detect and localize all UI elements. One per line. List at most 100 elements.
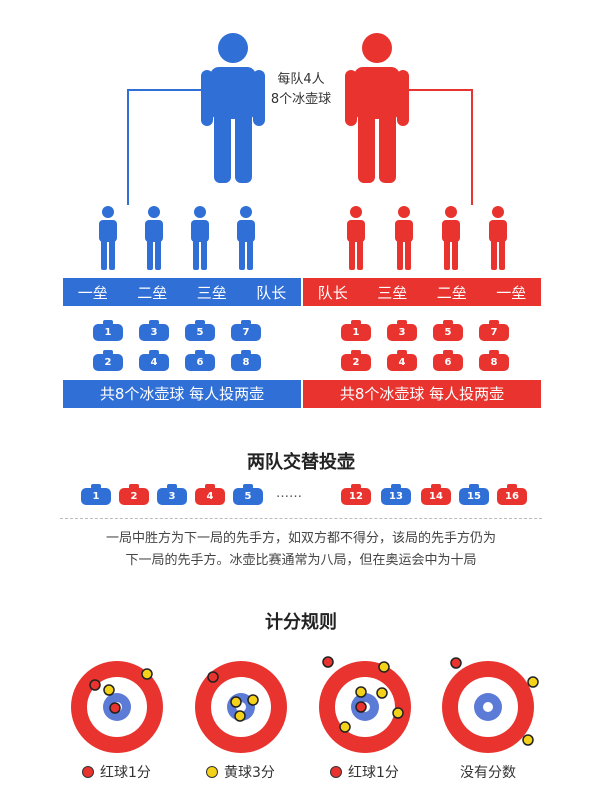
legend-2: 黄球3分 bbox=[206, 762, 275, 782]
team-size-line2: 8个冰壶球 bbox=[270, 92, 332, 107]
stone-number: 4 bbox=[206, 491, 214, 502]
stone-number: 13 bbox=[389, 491, 403, 502]
scoring-targets bbox=[71, 656, 539, 753]
team-size-label: 每队4人 8个冰壶球 bbox=[262, 70, 340, 110]
blue-stone-icon: 3 bbox=[156, 484, 188, 506]
rule-note: 一局中胜方为下一局的先手方，如双方都不得分，该局的先手方仍为 下一局的先手方。冰… bbox=[60, 528, 542, 572]
stone-number: 12 bbox=[349, 491, 363, 502]
red-stone-icon bbox=[330, 766, 342, 778]
yellow-stone-icon bbox=[392, 707, 404, 719]
target-3 bbox=[319, 656, 411, 753]
red-stone-icon: 14 bbox=[420, 484, 452, 506]
yellow-stone-icon bbox=[339, 721, 351, 733]
blue-stone-icon: 4 bbox=[138, 350, 170, 372]
red-stone-icon bbox=[355, 701, 367, 713]
blue-position-label: 二垒 bbox=[137, 283, 168, 302]
stone-number: 16 bbox=[505, 491, 519, 502]
blue-stone-icon: 8 bbox=[230, 350, 262, 372]
red-position-label: 三垒 bbox=[377, 283, 408, 302]
stone-number: 4 bbox=[150, 357, 158, 368]
yellow-stone-icon bbox=[378, 661, 390, 673]
stone-number: 6 bbox=[444, 357, 452, 368]
alternate-title: 两队交替投壶 bbox=[247, 452, 355, 473]
red-stone-icon bbox=[109, 702, 121, 714]
blue-positions-bar: 一垒 二垒 三垒 队长 bbox=[63, 278, 301, 306]
stone-number: 1 bbox=[352, 327, 360, 338]
blue-stone-icon: 2 bbox=[92, 350, 124, 372]
legend-label: 红球1分 bbox=[100, 765, 151, 781]
red-positions-bar: 队长 三垒 二垒 一垒 bbox=[303, 278, 541, 306]
yellow-stone-icon bbox=[141, 668, 153, 680]
scoring-title: 计分规则 bbox=[265, 612, 337, 633]
legend-label: 红球1分 bbox=[348, 765, 399, 781]
sequence-ellipsis: …… bbox=[276, 486, 302, 501]
legend-1: 红球1分 bbox=[82, 762, 151, 782]
stone-number: 7 bbox=[242, 327, 250, 338]
legend-3: 红球1分 bbox=[330, 762, 399, 782]
yellow-stone-icon bbox=[247, 694, 259, 706]
stone-number: 3 bbox=[168, 491, 176, 502]
red-stone-icon: 6 bbox=[432, 350, 464, 372]
stone-number: 5 bbox=[244, 491, 252, 502]
stone-number: 6 bbox=[196, 357, 204, 368]
red-stone-icon bbox=[322, 656, 334, 668]
legend-label: 没有分数 bbox=[460, 765, 516, 781]
red-stone-icon: 4 bbox=[194, 484, 226, 506]
blue-stone-icon: 13 bbox=[380, 484, 412, 506]
red-stone-icon bbox=[207, 671, 219, 683]
red-stone-icon: 7 bbox=[478, 320, 510, 342]
rule-note-line2: 下一局的先手方。冰壶比赛通常为八局，但在奥运会中为十局 bbox=[125, 553, 477, 568]
red-team-big-person-icon bbox=[345, 33, 409, 183]
red-caption: 共8个冰壶球 每人投两壶 bbox=[303, 380, 541, 408]
yellow-stone-icon bbox=[376, 687, 388, 699]
red-position-label: 二垒 bbox=[436, 283, 467, 302]
stone-number: 7 bbox=[490, 327, 498, 338]
blue-players-icons bbox=[99, 206, 255, 270]
stone-number: 5 bbox=[196, 327, 204, 338]
blue-stone-icon: 5 bbox=[184, 320, 216, 342]
blue-stone-icon: 15 bbox=[458, 484, 490, 506]
red-position-label: 一垒 bbox=[496, 283, 527, 302]
stone-number: 8 bbox=[490, 357, 498, 368]
rule-note-line1: 一局中胜方为下一局的先手方，如双方都不得分，该局的先手方仍为 bbox=[105, 531, 496, 546]
red-stone-icon: 12 bbox=[340, 484, 372, 506]
stone-number: 4 bbox=[398, 357, 406, 368]
stone-number: 1 bbox=[104, 327, 112, 338]
target-1 bbox=[71, 661, 163, 753]
stone-number: 2 bbox=[130, 491, 138, 502]
red-stone-icon bbox=[82, 766, 94, 778]
yellow-stone-icon bbox=[527, 676, 539, 688]
stone-number: 2 bbox=[104, 357, 112, 368]
red-stone-icon: 5 bbox=[432, 320, 464, 342]
blue-position-label: 三垒 bbox=[196, 283, 227, 302]
red-stone-icon: 3 bbox=[386, 320, 418, 342]
red-stone-icon bbox=[450, 657, 462, 669]
stone-number: 1 bbox=[92, 491, 100, 502]
yellow-stone-icon bbox=[206, 766, 218, 778]
team-size-line1: 每队4人 bbox=[277, 72, 325, 87]
team-diagram bbox=[99, 33, 507, 270]
red-position-label: 队长 bbox=[317, 283, 348, 302]
blue-team-big-person-icon bbox=[201, 33, 265, 183]
stone-number: 15 bbox=[467, 491, 481, 502]
target-4 bbox=[442, 657, 539, 753]
stone-number: 14 bbox=[429, 491, 443, 502]
divider bbox=[60, 518, 542, 519]
blue-position-label: 队长 bbox=[256, 283, 287, 302]
stone-number: 3 bbox=[150, 327, 158, 338]
red-connector bbox=[395, 89, 473, 205]
yellow-stone-icon bbox=[234, 710, 246, 722]
red-stone-icon: 1 bbox=[340, 320, 372, 342]
blue-stone-icon: 5 bbox=[232, 484, 264, 506]
yellow-stone-icon bbox=[522, 734, 534, 746]
blue-connector bbox=[127, 89, 205, 205]
red-stone-icon: 2 bbox=[340, 350, 372, 372]
blue-position-label: 一垒 bbox=[77, 283, 108, 302]
legend-4: 没有分数 bbox=[460, 762, 516, 782]
yellow-stone-icon bbox=[230, 696, 242, 708]
red-stone-icon bbox=[89, 679, 101, 691]
blue-stone-icon: 1 bbox=[80, 484, 112, 506]
red-stone-icon: 2 bbox=[118, 484, 150, 506]
red-stone-icon: 16 bbox=[496, 484, 528, 506]
yellow-stone-icon bbox=[355, 686, 367, 698]
